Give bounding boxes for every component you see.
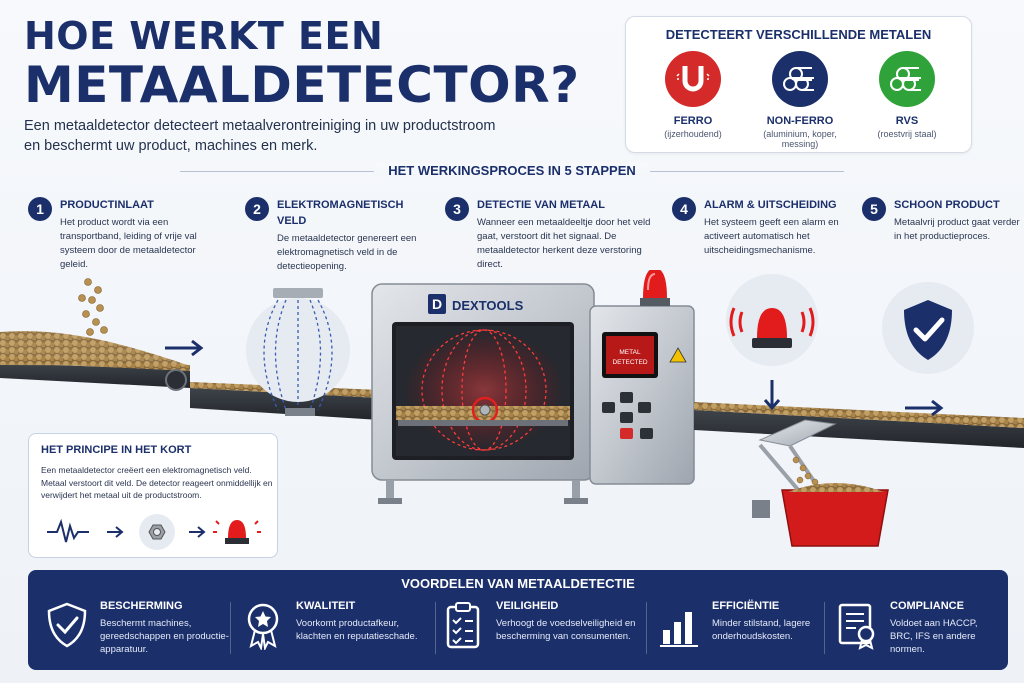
arrow-down-icon	[763, 380, 781, 411]
metal-detector-machine: D DEXTOOLS	[371, 283, 595, 504]
step-4: 4 ALARM & UITSCHEIDING Het systeem geeft…	[672, 197, 842, 258]
benefit-text: Verhoogt de voedselveiligheid en bescher…	[496, 618, 636, 642]
benefit-text: Minder stilstand, lagere onderhoudskoste…	[712, 618, 811, 642]
quality-badge-icon	[247, 603, 279, 650]
signal-wave-icon	[47, 518, 89, 543]
step-title: ELEKTROMAGNETISCH VELD	[277, 199, 404, 227]
pipes-icon	[772, 51, 828, 107]
benefit-kwaliteit: KWALITEIT Voorkomt productafkeur, klacht…	[240, 598, 435, 662]
arrow-icon	[107, 526, 124, 538]
shield-check-icon	[47, 602, 87, 648]
step-number: 1	[28, 197, 52, 221]
conveyor-left	[0, 331, 190, 391]
benefit-efficientie: EFFICIËNTIE Minder stilstand, lagere ond…	[656, 598, 826, 662]
arrow-icon	[189, 526, 206, 538]
reject-mechanism	[752, 419, 889, 547]
benefit-name: KWALITEIT	[296, 600, 356, 612]
alarm-beacon-icon	[729, 307, 815, 348]
metals-title: DETECTEERT VERSCHILLENDE METALEN	[665, 27, 932, 42]
benefit-text: Voldoet aan HACCP, BRC, IFS en andere no…	[890, 618, 978, 655]
step-text: Het systeem geeft een alarm en activeert…	[704, 217, 839, 256]
certificate-icon	[838, 603, 875, 650]
metal-name: RVS	[895, 115, 919, 127]
step-title: ALARM & UITSCHEIDING	[704, 199, 837, 211]
principle-text: Een metaaldetector creëert een elektroma…	[41, 465, 273, 500]
benefit-text: Beschermt machines, gereedschappen en pr…	[100, 618, 229, 655]
field-lines	[263, 299, 333, 411]
metal-non-ferro: NON-FERRO (aluminium, koper, messing)	[745, 51, 855, 149]
falling-product	[78, 278, 108, 336]
page-title-line2: METAALDETECTOR?	[24, 56, 580, 114]
step-3: 3 DETECTIE VAN METAAL Wanneer een metaal…	[445, 197, 660, 272]
step-number: 3	[445, 197, 469, 221]
benefit-divider	[646, 602, 647, 654]
bar-chart-icon	[660, 612, 698, 647]
benefit-name: COMPLIANCE	[890, 600, 964, 612]
arrow-icon	[165, 339, 204, 357]
benefit-divider	[230, 602, 231, 654]
principle-box: HET PRINCIPE IN HET KORT Een metaaldetec…	[28, 433, 278, 558]
pipes-icon	[879, 51, 935, 107]
step-2: 2 ELEKTROMAGNETISCH VELD De metaaldetect…	[245, 197, 420, 274]
step-text: Het product wordt via een transportband,…	[60, 217, 197, 270]
benefits-title: VOORDELEN VAN METAALDETECTIE	[401, 576, 635, 591]
process-illustration: D DEXTOOLS METAL DETECTED	[0, 270, 1024, 547]
benefit-divider	[435, 602, 436, 654]
alarm-display-text: METAL	[619, 349, 641, 356]
metal-ferro: FERRO (ijzerhoudend)	[638, 51, 748, 139]
step-text: De metaaldetector genereert een elektrom…	[277, 233, 417, 272]
benefit-name: VEILIGHEID	[496, 600, 559, 612]
clipboard-checklist-icon	[446, 602, 480, 649]
shield-check-icon	[904, 300, 952, 360]
metal-desc: (roestvrij staal)	[877, 129, 937, 139]
step-number: 5	[862, 197, 886, 221]
metal-rvs: RVS (roestvrij staal)	[852, 51, 962, 139]
magnet-icon	[665, 51, 721, 107]
step-number: 2	[245, 197, 269, 221]
brand-logo	[428, 294, 446, 314]
principle-title: HET PRINCIPE IN HET KORT	[41, 444, 192, 456]
metal-name: FERRO	[673, 115, 713, 127]
principle-diagram	[47, 514, 261, 550]
brand-name: DEXTOOLS	[452, 298, 524, 313]
metal-name: NON-FERRO	[766, 115, 834, 127]
alarm-display-text: DETECTED	[612, 359, 647, 366]
benefit-bescherming: BESCHERMING Beschermt machines, gereedsc…	[44, 598, 229, 662]
control-panel: METAL DETECTED	[589, 270, 695, 485]
page-title-line1: HOE WERKT EEN	[24, 14, 384, 58]
benefit-name: BESCHERMING	[100, 600, 183, 612]
metal-desc: (ijzerhoudend)	[664, 129, 722, 139]
metals-panel: DETECTEERT VERSCHILLENDE METALEN FERRO (…	[625, 16, 972, 153]
step-title: SCHOON PRODUCT	[894, 199, 1000, 211]
step-5: 5 SCHOON PRODUCT Metaalvrij product gaat…	[862, 197, 1022, 244]
brand-logo-letter: D	[432, 296, 442, 312]
benefit-veiligheid: VEILIGHEID Verhoogt de voedselveiligheid…	[440, 598, 650, 662]
step-number: 4	[672, 197, 696, 221]
intro-text: Een metaaldetector detecteert metaalvero…	[24, 118, 496, 154]
benefit-divider	[824, 602, 825, 654]
benefit-name: EFFICIËNTIE	[712, 600, 780, 612]
steps-header-label: HET WERKINGSPROCES IN 5 STAPPEN	[374, 163, 650, 178]
steps-header: HET WERKINGSPROCES IN 5 STAPPEN	[0, 162, 1024, 182]
step-1: 1 PRODUCTINLAAT Het product wordt via ee…	[28, 197, 203, 272]
arrow-icon	[905, 399, 944, 417]
step-title: DETECTIE VAN METAAL	[477, 199, 605, 211]
step-title: PRODUCTINLAAT	[60, 199, 154, 211]
benefits-panel: VOORDELEN VAN METAALDETECTIE BESCHERMING…	[28, 570, 1008, 670]
benefit-text: Voorkomt productafkeur, klachten en repu…	[296, 618, 418, 642]
step-text: Wanneer een metaaldeeltje door het veld …	[477, 217, 651, 270]
alarm-beacon-icon	[213, 520, 261, 544]
benefit-compliance: COMPLIANCE Voldoet aan HACCP, BRC, IFS e…	[834, 598, 1006, 662]
metal-desc: (aluminium, koper, messing)	[763, 129, 837, 149]
step-text: Metaalvrij product gaat verder in het pr…	[894, 217, 1020, 242]
